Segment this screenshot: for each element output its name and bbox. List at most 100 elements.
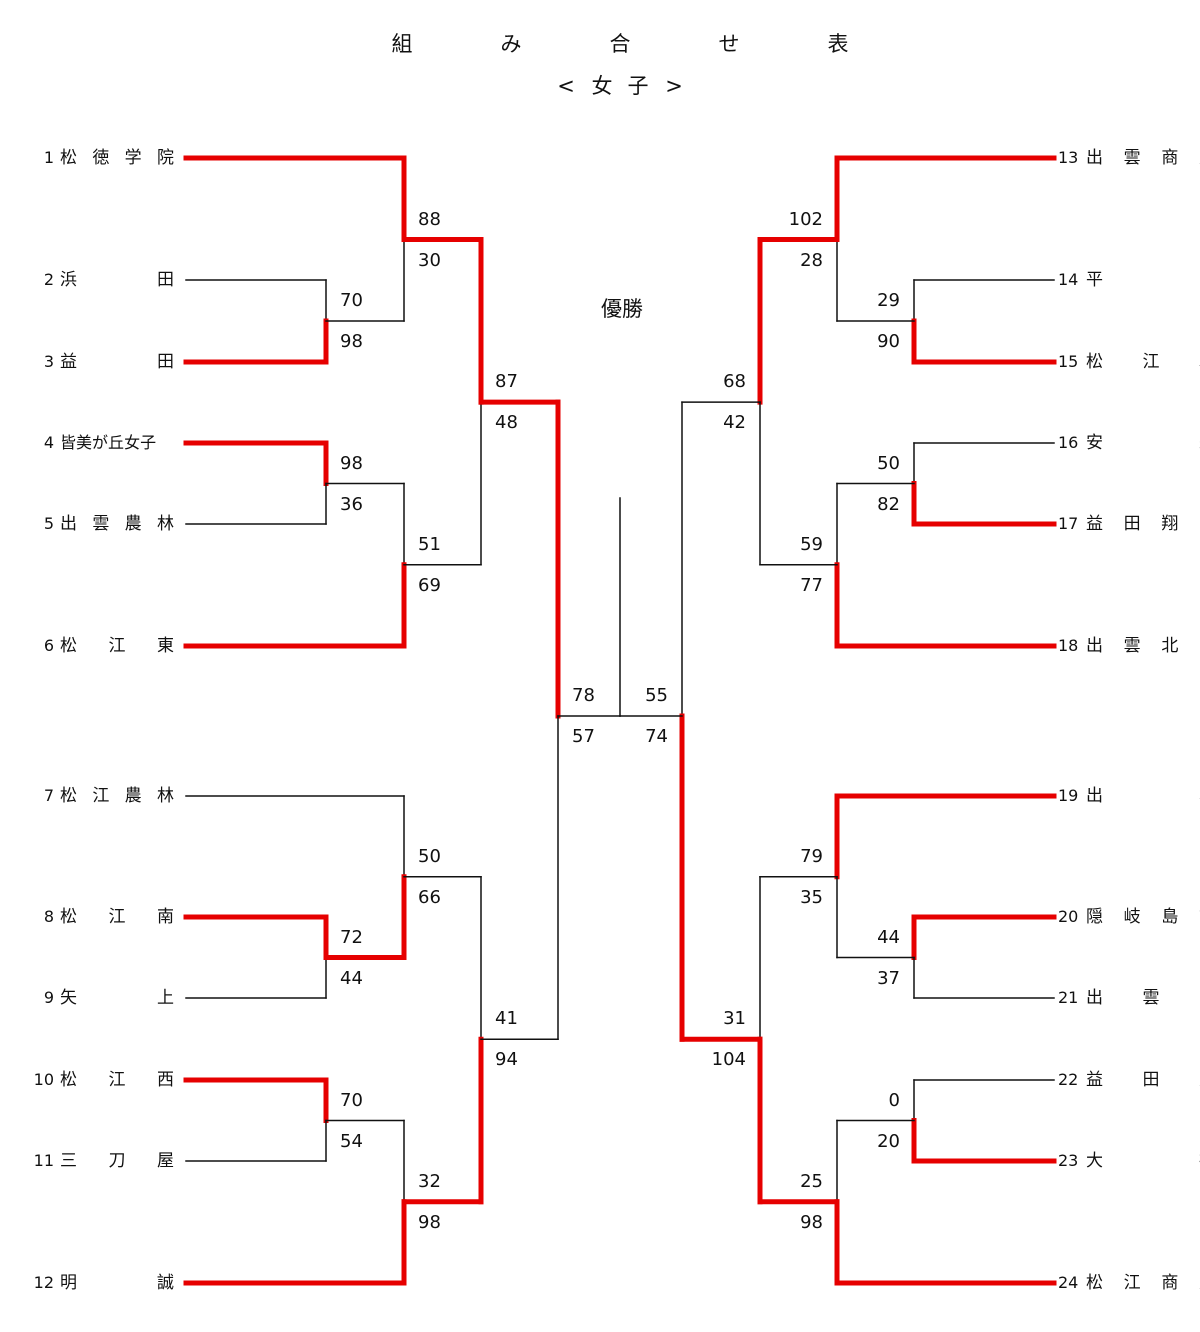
team-name: 松江農林 (60, 786, 174, 806)
score-r5: 68 (723, 371, 746, 393)
team-seed: 24 (1058, 1273, 1079, 1292)
score-l9: 32 (418, 1170, 441, 1192)
score-l7: 66 (418, 886, 441, 908)
team-name: 矢上 (60, 988, 174, 1008)
score-l2: 88 (418, 208, 441, 230)
team-name: 三刀屋 (60, 1151, 174, 1171)
team-name: 隠岐島前 (1086, 907, 1200, 927)
team-entry: 20隠岐島前 (1058, 906, 1200, 928)
title-char: み (500, 32, 522, 56)
score-l2: 30 (418, 249, 441, 271)
score-l3: 36 (340, 493, 363, 515)
team-seed: 21 (1058, 988, 1079, 1007)
score-r2: 102 (788, 208, 823, 230)
team-seed: 23 (1058, 1151, 1079, 1170)
score-r2: 28 (800, 249, 823, 271)
score-r7: 79 (800, 845, 823, 867)
team-name: 明誠 (60, 1273, 174, 1293)
team-seed: 1 (43, 148, 54, 167)
team-entry: 9 矢上 (30, 987, 184, 1009)
score-r9: 98 (800, 1211, 823, 1233)
team-entry: 8 松江南 (30, 906, 184, 928)
score-l6: 72 (340, 926, 363, 948)
team-seed: 2 (43, 270, 54, 289)
title-char: 合 (609, 32, 631, 56)
team-name: 松江北 (1086, 352, 1200, 372)
team-name: 松江南 (60, 907, 174, 927)
subtitle-char: 女 (591, 74, 613, 98)
score-r9: 25 (800, 1170, 823, 1192)
team-entry: 7 松江農林 (30, 785, 184, 807)
score-l5: 87 (495, 371, 518, 393)
team-name: 出雲西 (1086, 988, 1200, 1008)
score-r10: 104 (711, 1049, 746, 1071)
team-seed: 8 (43, 907, 54, 926)
team-seed: 10 (33, 1070, 54, 1089)
score-l11: 78 (572, 685, 595, 706)
team-seed: 9 (43, 988, 54, 1007)
title-char: 表 (827, 32, 849, 56)
team-entry: 21 出雲西 (1058, 987, 1200, 1009)
score-r8: 0 (888, 1089, 900, 1111)
subtitle-char: < (557, 74, 575, 98)
page-title: 組み合せ表 (0, 28, 1200, 58)
team-name: 松徳学院 (60, 148, 174, 168)
score-l4: 69 (418, 574, 441, 596)
team-entry: 23 大社 (1058, 1150, 1200, 1172)
score-l5: 48 (495, 412, 518, 434)
team-entry: 1 松徳学院 (30, 147, 184, 169)
score-r10: 31 (723, 1008, 746, 1030)
team-seed: 19 (1058, 786, 1079, 805)
score-r3: 50 (877, 452, 900, 474)
score-l1: 98 (340, 331, 363, 352)
team-name: 出雲農林 (60, 514, 174, 534)
title-char: せ (718, 32, 740, 56)
team-entry: 2 浜田 (30, 269, 184, 291)
subtitle-char: 子 (627, 74, 649, 98)
team-seed: 13 (1058, 148, 1079, 167)
team-entry: 11 三刀屋 (30, 1150, 184, 1172)
team-entry: 15 松江北 (1058, 351, 1200, 373)
score-r3: 82 (877, 493, 900, 515)
score-l6: 44 (340, 967, 363, 989)
team-name: 皆美が丘女子 (60, 433, 157, 452)
score-r8: 20 (877, 1130, 900, 1152)
team-entry: 13 出雲商業 (1058, 147, 1200, 169)
score-l8: 54 (340, 1130, 363, 1152)
score-r11: 74 (645, 726, 668, 747)
team-name: 出雲 (1086, 786, 1200, 806)
team-entry: 24松江商業 (1058, 1272, 1200, 1294)
score-l9: 98 (418, 1211, 441, 1233)
score-l10: 94 (495, 1049, 518, 1071)
team-name: 浜田 (60, 270, 174, 290)
team-seed: 11 (33, 1151, 54, 1170)
score-r4: 77 (800, 574, 823, 596)
team-name: 益田 (60, 352, 174, 372)
team-entry: 18出雲北陵 (1058, 635, 1200, 657)
team-seed: 7 (43, 786, 54, 805)
team-name: 出雲商業 (1086, 148, 1200, 168)
team-name: 益田翔陽 (1086, 514, 1200, 534)
score-l10: 41 (495, 1008, 518, 1030)
score-l8: 70 (340, 1089, 363, 1111)
team-entry: 22益田東 (1058, 1069, 1200, 1091)
team-seed: 3 (43, 352, 54, 371)
score-l7: 50 (418, 845, 441, 867)
team-seed: 18 (1058, 636, 1079, 655)
team-entry: 19 出雲 (1058, 785, 1200, 807)
team-seed: 14 (1058, 270, 1079, 289)
score-l4: 51 (418, 533, 441, 555)
team-name: 大社 (1086, 1151, 1200, 1171)
team-name: 松江東 (60, 636, 174, 656)
subtitle-char: > (665, 74, 683, 98)
score-r1: 29 (877, 290, 900, 311)
team-seed: 22 (1058, 1070, 1079, 1089)
score-l3: 98 (340, 452, 363, 474)
team-entry: 17益田翔陽 (1058, 513, 1200, 535)
team-seed: 15 (1058, 352, 1079, 371)
